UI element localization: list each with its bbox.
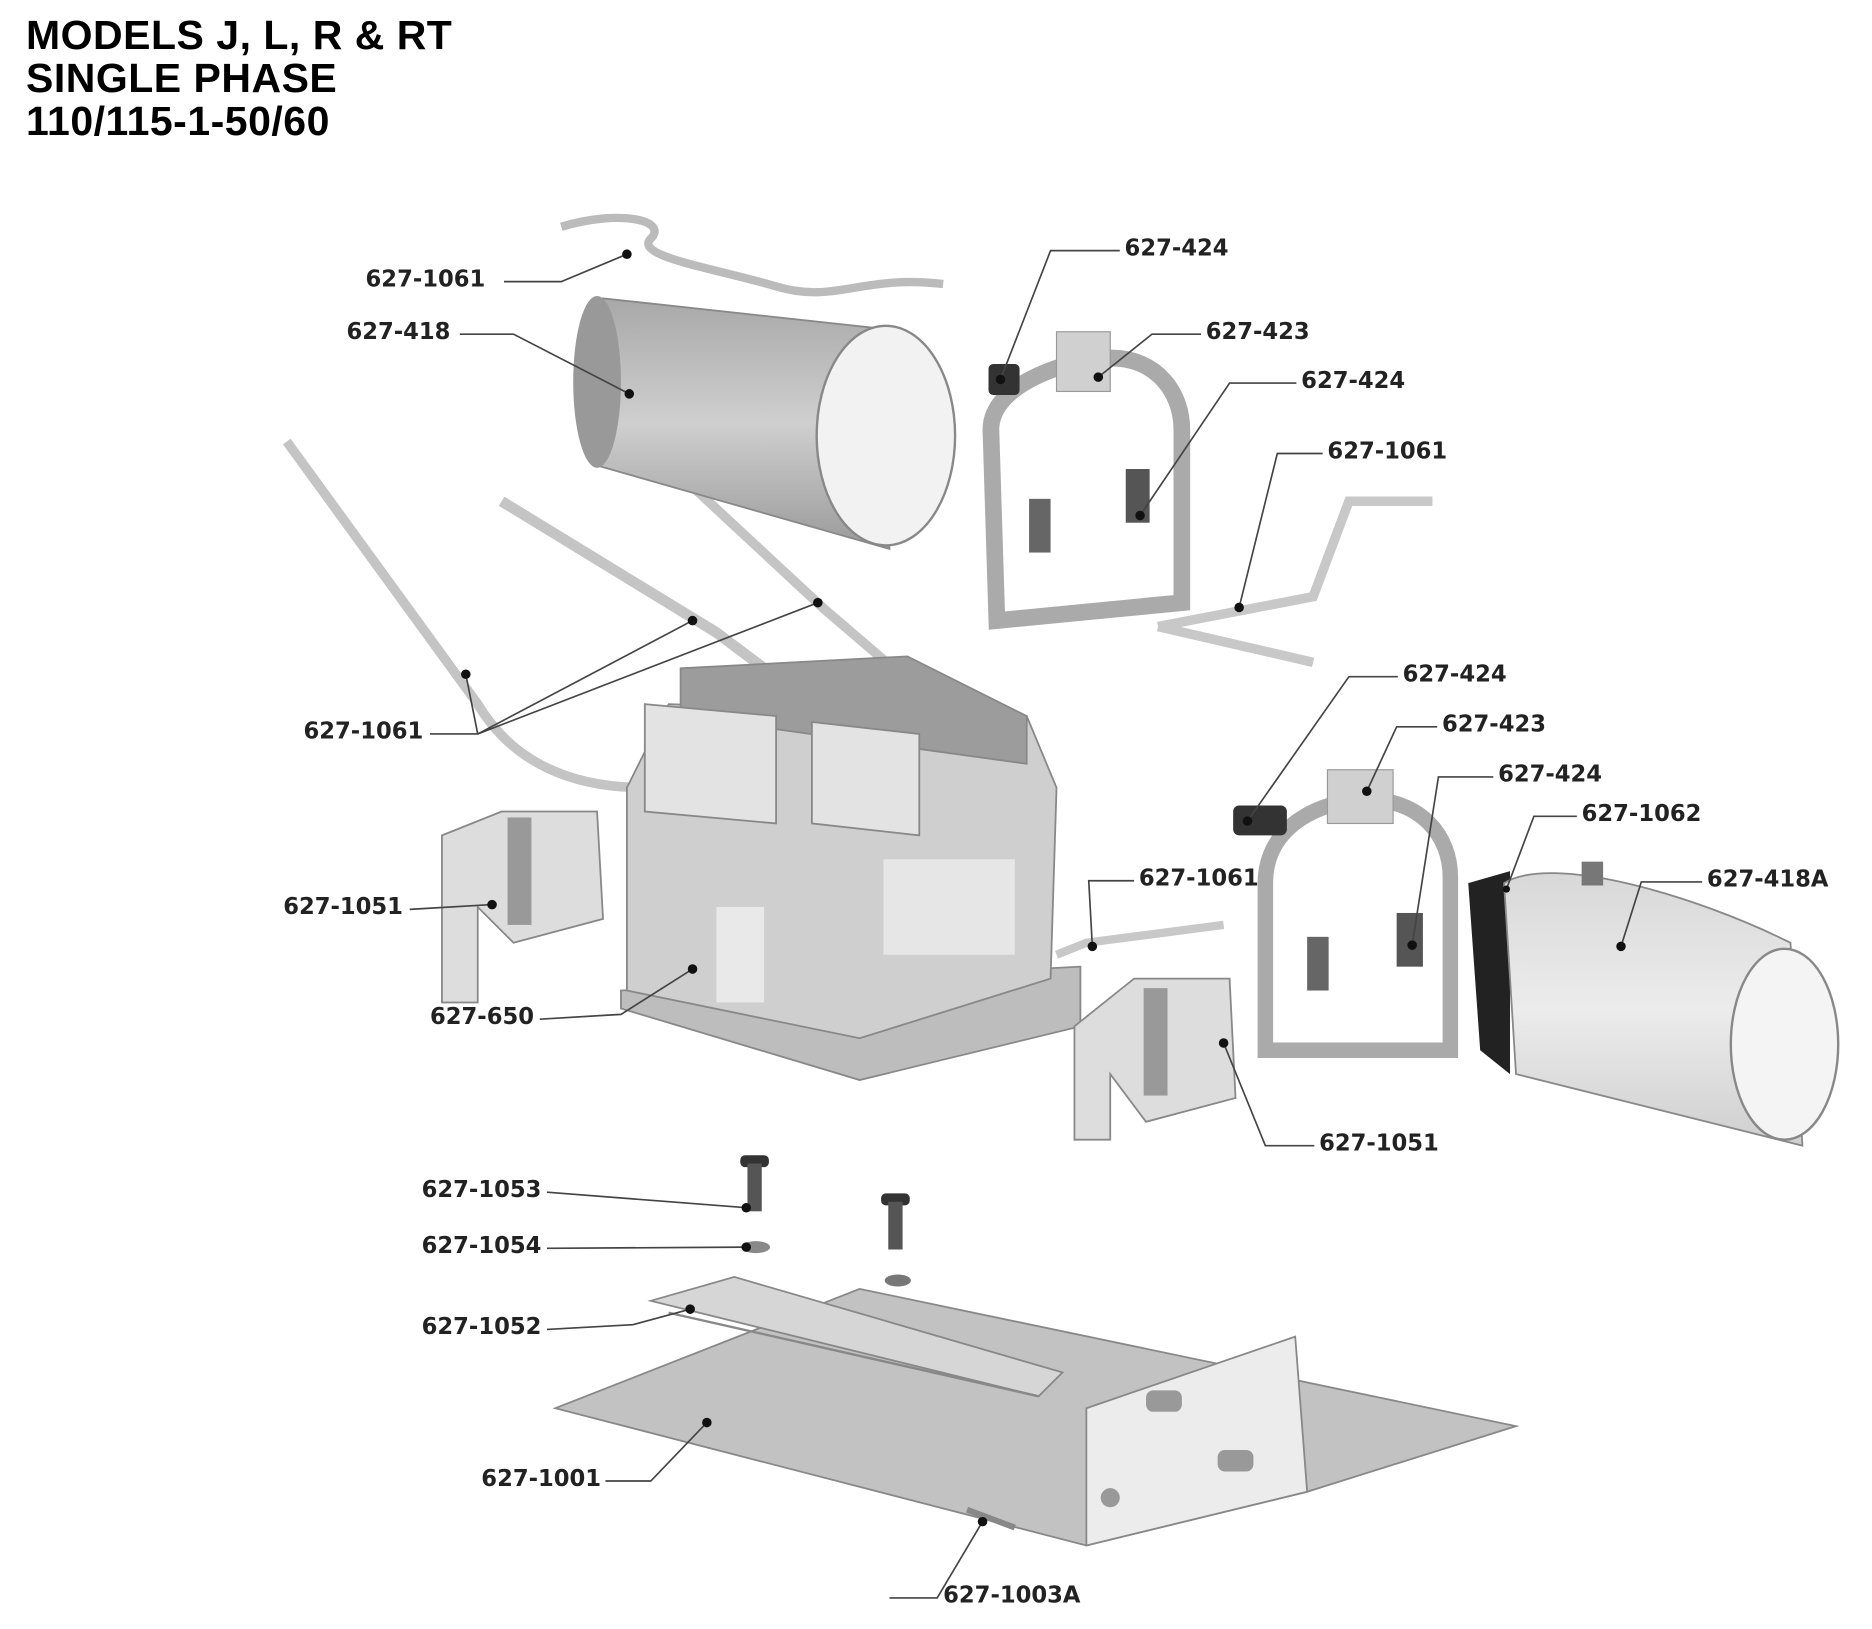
svg-text:627-423: 627-423 <box>1206 319 1310 345</box>
svg-text:627-418: 627-418 <box>346 319 450 345</box>
callout: 627-1051 <box>1218 1038 1439 1156</box>
callout: 627-423 <box>1093 319 1310 382</box>
callout: 627-423 <box>1362 712 1546 797</box>
base-plate-627-1001 <box>552 1287 1520 1547</box>
terminal-block-left <box>441 810 604 1004</box>
title-phase: SINGLE PHASE <box>26 55 338 101</box>
svg-text:627-1062: 627-1062 <box>1582 801 1702 827</box>
svg-text:627-423: 627-423 <box>1442 712 1546 738</box>
rail-627-1052 <box>647 1276 1065 1398</box>
callout: 627-418 <box>346 319 635 399</box>
svg-text:627-1001: 627-1001 <box>481 1466 601 1492</box>
svg-text:627-1003A: 627-1003A <box>943 1583 1081 1609</box>
callout: 627-1001 <box>481 1417 712 1492</box>
callout: 627-424 <box>1135 368 1405 521</box>
svg-text:627-1052: 627-1052 <box>422 1314 542 1340</box>
callout: 627-1062 <box>1502 801 1702 893</box>
svg-text:627-424: 627-424 <box>1301 368 1405 394</box>
diagram-title: MODELS J, L, R & RT SINGLE PHASE 110/115… <box>26 14 452 143</box>
svg-text:627-418A: 627-418A <box>1707 867 1829 893</box>
wires-left <box>282 438 911 793</box>
wire-middle <box>1054 920 1225 959</box>
callout: 627-1053 <box>422 1177 752 1213</box>
callout: 627-1061 <box>1087 866 1259 952</box>
capacitor-627-418A <box>1468 861 1840 1147</box>
callout: 627-1051 <box>283 894 497 920</box>
svg-text:627-1053: 627-1053 <box>422 1177 542 1203</box>
terminal-block-right <box>1073 977 1237 1141</box>
bracket-right <box>1233 769 1459 1058</box>
svg-text:627-424: 627-424 <box>1403 661 1507 687</box>
svg-text:627-424: 627-424 <box>1498 762 1602 788</box>
callout: 627-418A <box>1616 867 1829 952</box>
callout: 627-1052 <box>422 1304 695 1340</box>
callout: 627-424 <box>1407 762 1602 950</box>
callout: 627-424 <box>1242 661 1507 826</box>
callout: 627-424 <box>995 235 1229 385</box>
callout: 627-650 <box>430 964 698 1030</box>
title-voltage: 110/115-1-50/60 <box>26 98 330 144</box>
capacitor-627-418 <box>573 295 957 551</box>
callout: 627-1061 <box>1234 438 1447 613</box>
svg-text:627-1061: 627-1061 <box>1139 866 1259 892</box>
title-models: MODELS J, L, R & RT <box>26 12 453 58</box>
callout: 627-1061 <box>366 249 632 292</box>
svg-text:627-1061: 627-1061 <box>366 266 486 292</box>
svg-text:627-1051: 627-1051 <box>283 894 403 920</box>
rod-627-1003A <box>965 1506 1016 1531</box>
callout: 627-1061 <box>303 597 823 745</box>
screw-627-1053-b <box>881 1193 911 1287</box>
svg-text:627-424: 627-424 <box>1125 235 1229 261</box>
wire-top <box>560 213 944 297</box>
svg-text:627-1061: 627-1061 <box>1327 438 1447 464</box>
relay-627-650 <box>620 655 1082 1081</box>
svg-text:627-1061: 627-1061 <box>303 719 423 745</box>
svg-text:627-1054: 627-1054 <box>422 1233 542 1259</box>
svg-text:627-1051: 627-1051 <box>1319 1130 1439 1156</box>
callout: 627-1003A <box>889 1516 1081 1609</box>
callout: 627-1054 <box>422 1233 752 1259</box>
bracket-top <box>982 331 1191 630</box>
wire-right <box>1156 496 1433 667</box>
screw-627-1053-a <box>740 1155 769 1212</box>
svg-text:627-650: 627-650 <box>430 1004 534 1030</box>
